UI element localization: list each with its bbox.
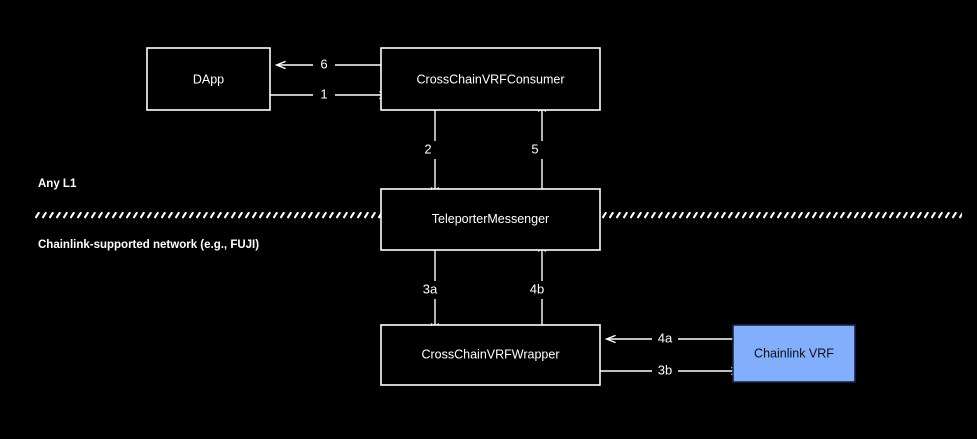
node-dapp[interactable]: DApp bbox=[146, 47, 271, 111]
node-chainlink-vrf[interactable]: Chainlink VRF bbox=[732, 324, 856, 383]
zone-label-chainlink-network: Chainlink-supported network (e.g., FUJI) bbox=[38, 239, 259, 251]
zone-label-any-l1: Any L1 bbox=[38, 178, 77, 190]
edge-label-2: 2 bbox=[424, 141, 431, 156]
edge-4b: 4b bbox=[525, 243, 549, 325]
edge-3a: 3a bbox=[418, 250, 442, 332]
edge-5: 5 bbox=[528, 103, 544, 189]
edge-label-4a: 4a bbox=[658, 330, 673, 345]
edge-label-4b: 4b bbox=[530, 281, 544, 296]
node-label-chainlink-vrf: Chainlink VRF bbox=[754, 346, 834, 360]
edge-label-1: 1 bbox=[320, 86, 327, 101]
edge-label-6: 6 bbox=[320, 56, 327, 71]
edge-label-3b: 3b bbox=[658, 362, 672, 377]
node-label-crosschainvrfconsumer: CrossChainVRFConsumer bbox=[417, 72, 565, 86]
edge-6: 6 bbox=[277, 56, 381, 74]
node-crosschainvrfwrapper[interactable]: CrossChainVRFWrapper bbox=[380, 324, 601, 386]
node-label-teleportermessenger: TeleporterMessenger bbox=[432, 212, 549, 226]
node-teleportermessenger[interactable]: TeleporterMessenger bbox=[380, 188, 601, 251]
edge-1: 1 bbox=[270, 86, 388, 104]
edge-2: 2 bbox=[421, 110, 437, 196]
node-crosschainvrfconsumer[interactable]: CrossChainVRFConsumer bbox=[380, 47, 601, 111]
edge-label-3a: 3a bbox=[423, 281, 438, 296]
node-label-dapp: DApp bbox=[193, 72, 224, 86]
edge-4a: 4a bbox=[607, 330, 733, 348]
edge-3b: 3b bbox=[600, 362, 740, 380]
node-label-crosschainvrfwrapper: CrossChainVRFWrapper bbox=[421, 347, 559, 361]
edge-label-5: 5 bbox=[531, 141, 538, 156]
